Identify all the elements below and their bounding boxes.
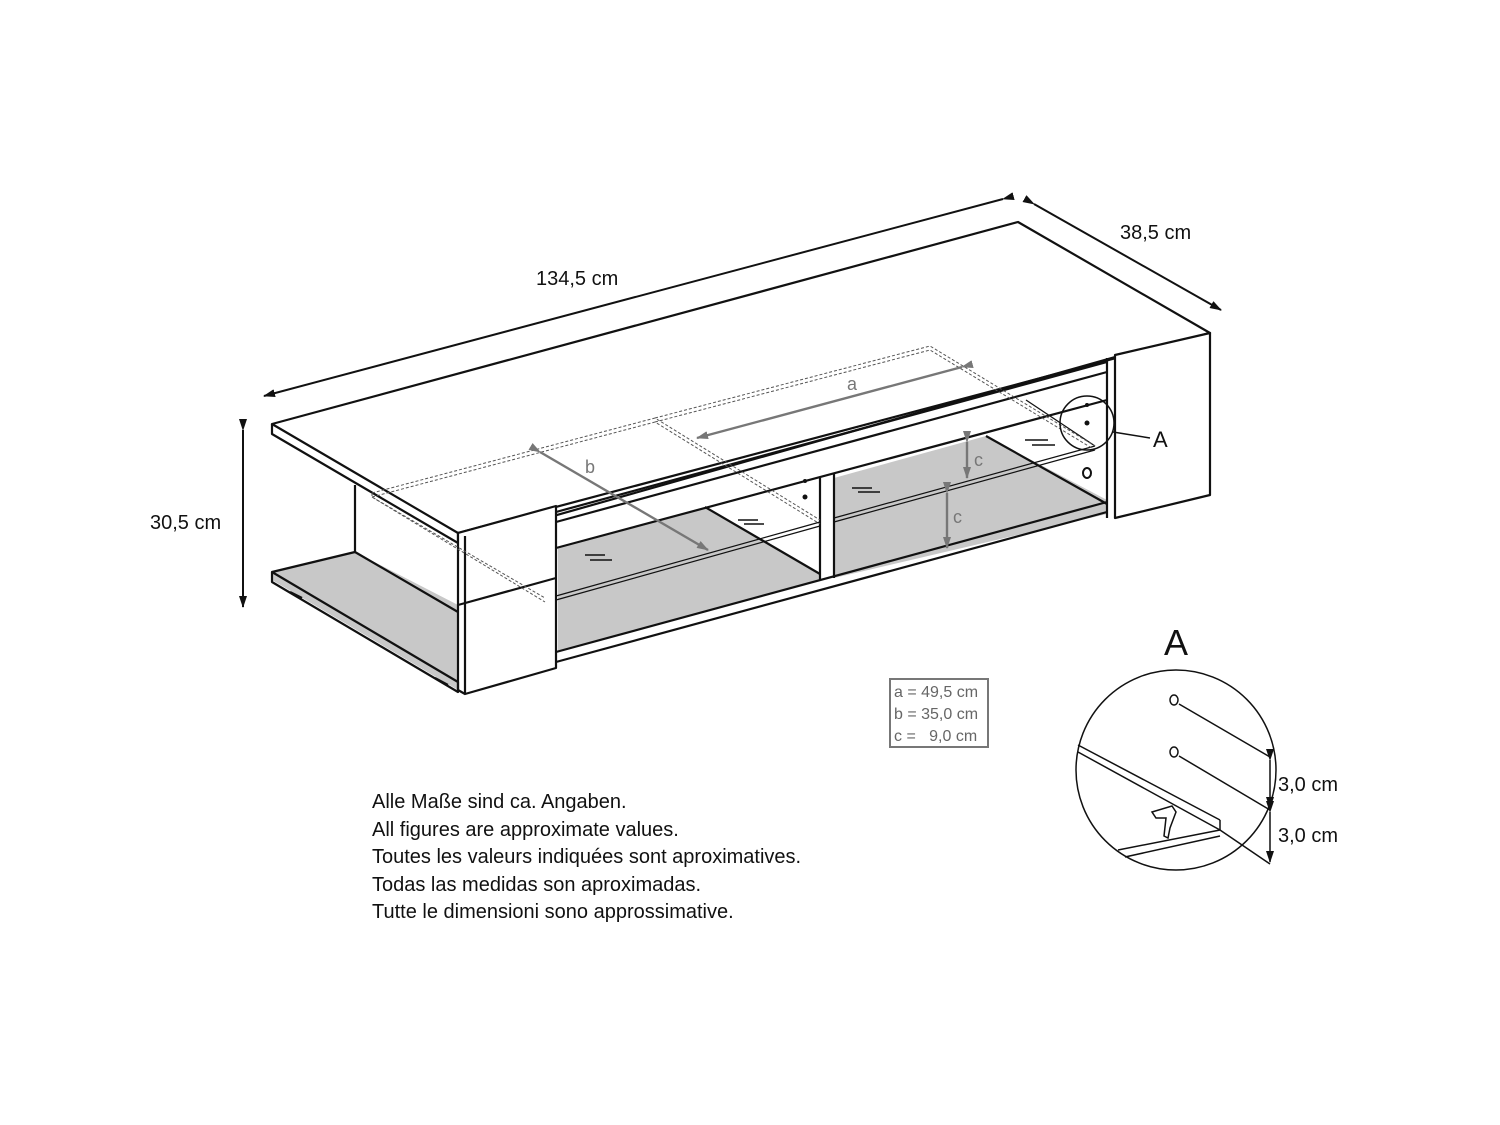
gray-callout-arrows (528, 360, 974, 552)
callout-b-label: b (585, 457, 596, 477)
callout-c2-label: c (953, 507, 962, 527)
shelf-pin-holes (802, 403, 1092, 500)
depth-dimension-label: 38,5 cm (1120, 222, 1192, 244)
legend-row-b: b = 35,0 cm (894, 706, 979, 723)
note-en: All figures are approximate values. (372, 818, 679, 841)
detail-a-title: A (1164, 622, 1189, 663)
note-fr: Toutes les valeurs indiquées sont aproxi… (372, 846, 802, 868)
detail-a-view (1075, 669, 1277, 871)
length-dimension-label: 134,5 cm (536, 268, 619, 290)
callout-a-label: a (847, 374, 858, 394)
detail-spacing-upper: 3,0 cm (1278, 774, 1339, 796)
legend-row-a: a = 49,5 cm (894, 684, 979, 701)
height-dimension-label: 30,5 cm (150, 512, 222, 534)
legend-row-c: c = 9,0 cm (894, 728, 978, 745)
callout-c1-label: c (974, 450, 983, 470)
glass-reflection-marks (585, 439, 1055, 561)
note-de: Alle Maße sind ca. Angaben. (372, 791, 627, 813)
measurement-legend: a = 49,5 cm b = 35,0 cm c = 9,0 cm (889, 678, 989, 748)
detail-marker-circle (1059, 395, 1151, 451)
detail-marker-label: A (1153, 427, 1168, 452)
dashed-outlines (371, 345, 1096, 603)
dimension-lines (239, 192, 1222, 608)
note-it: Tutte le dimensioni sono approssimative. (372, 901, 734, 923)
detail-spacing-lower: 3,0 cm (1278, 825, 1339, 847)
disclaimer-notes: Alle Maße sind ca. Angaben. All figures … (372, 789, 801, 927)
note-es: Todas las medidas son aproximadas. (372, 873, 702, 896)
